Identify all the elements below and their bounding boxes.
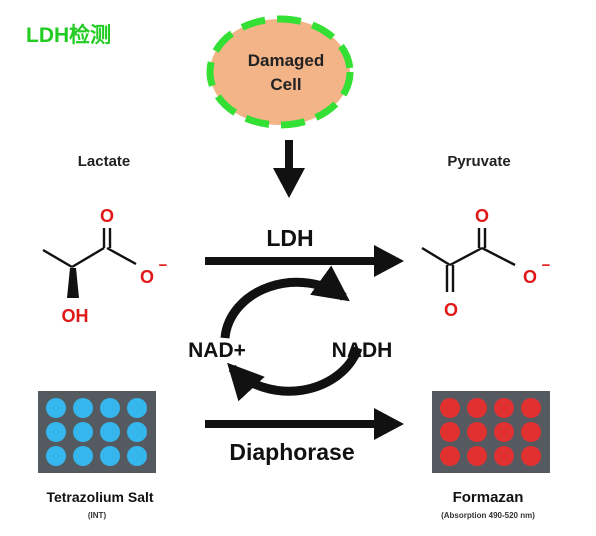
plate-well [440,446,460,466]
page-title: LDH检测 [26,23,111,47]
cycle-arrow-icon [220,265,363,402]
plate-well [127,398,147,418]
plate-well [494,398,514,418]
plate-well [440,422,460,442]
ldh-enzyme-label: LDH [266,225,313,251]
plate-well [73,398,93,418]
plate-well [46,446,66,466]
plate-well [521,398,541,418]
well-plate-icon [38,391,156,473]
down-arrow-icon [273,140,305,198]
plate-well [46,422,66,442]
pyruvate-carbonyl-o: O [475,206,489,226]
plate-well [467,446,487,466]
plate-well [73,422,93,442]
nad-plus-label: NAD+ [188,339,246,362]
plate-well [467,422,487,442]
tetrazolium-label: Tetrazolium Salt [46,489,153,505]
plate-well [127,446,147,466]
diaphorase-enzyme-label: Diaphorase [229,439,354,465]
plate-well [467,398,487,418]
lactate-structure [42,228,137,298]
arrow-right-icon [205,408,404,440]
pyruvate-carboxylate-o: O [523,267,537,287]
plate-well [440,398,460,418]
plate-well [521,422,541,442]
plate-well [521,446,541,466]
plate-well [494,446,514,466]
plate-wells-blue [46,398,147,466]
plate-well [100,422,120,442]
pyruvate-charge: − [542,257,551,274]
lactate-carbonyl-o: O [100,206,114,226]
plate-well [46,398,66,418]
pyruvate-structure [421,228,516,292]
cell-label-line1: Damaged [248,51,325,70]
lactate-charge: − [159,257,168,274]
pyruvate-label: Pyruvate [447,153,510,170]
plate-wells-red [440,398,541,466]
lactate-carboxylate-o: O [140,267,154,287]
plate-well [494,422,514,442]
lactate-label: Lactate [78,153,131,170]
plate-well [100,446,120,466]
pyruvate-keto-o: O [444,300,458,320]
well-plate-icon [432,391,550,473]
cell-label-line2: Cell [270,75,301,94]
tetrazolium-sublabel: (INT) [88,511,107,520]
nadh-label: NADH [332,339,393,362]
formazan-label: Formazan [453,489,524,506]
lactate-hydroxyl: OH [62,306,89,326]
plate-well [100,398,120,418]
damaged-cell: Damaged Cell [206,15,354,129]
plate-well [127,422,147,442]
plate-well [73,446,93,466]
formazan-sublabel: (Absorption 490-520 nm) [441,511,535,520]
arrow-right-icon [205,245,404,277]
